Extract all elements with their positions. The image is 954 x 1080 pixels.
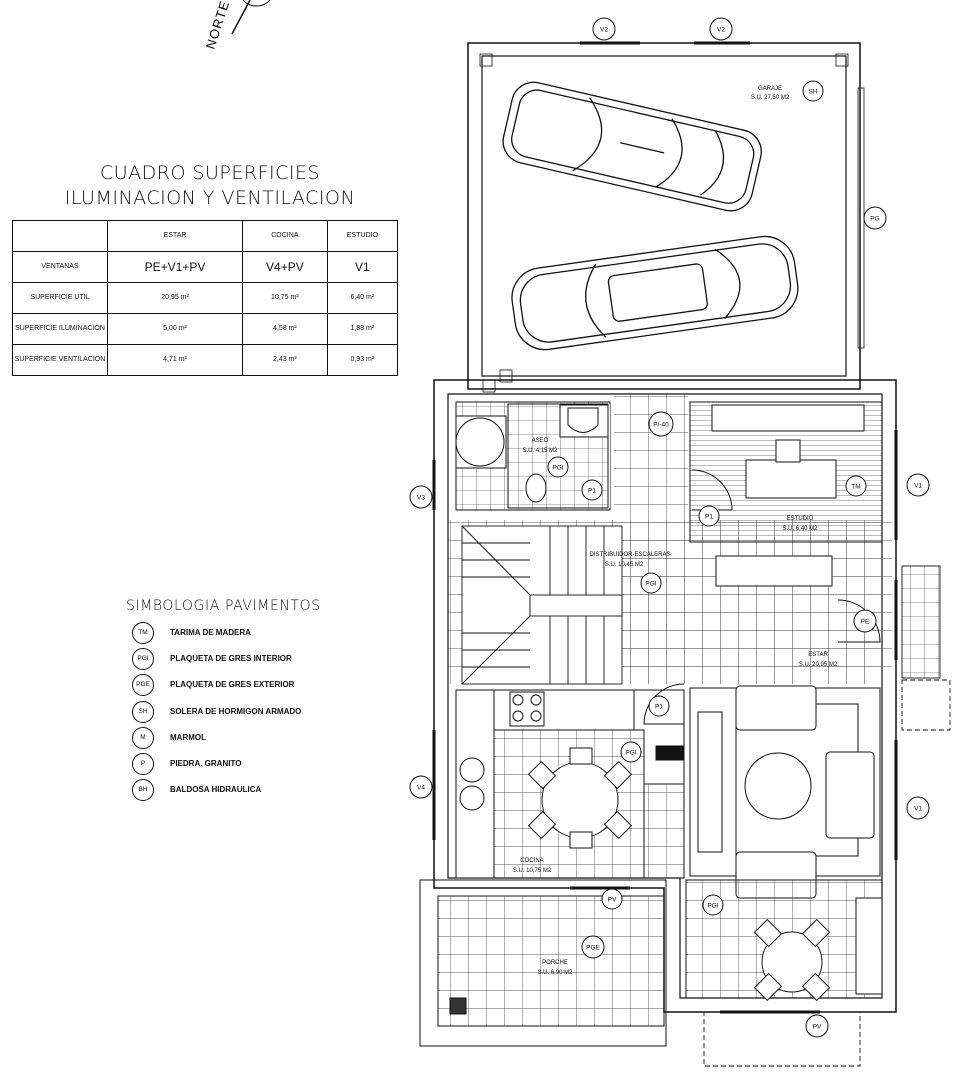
legend-label: PLAQUETA DE GRES INTERIOR [170, 654, 292, 664]
legend-code: P [132, 752, 154, 775]
room-name: COCINA [520, 858, 543, 864]
tag: P1 [588, 488, 596, 495]
room-name: PORCHE [542, 960, 568, 966]
cocina-room [455, 683, 685, 879]
tag: PGI [645, 581, 656, 588]
tag: TM [851, 484, 860, 491]
row-label: VENTANAS [12, 251, 108, 283]
legend-code: PGE [132, 674, 154, 697]
tag: V4 [417, 785, 425, 792]
tag: V1 [914, 806, 922, 813]
tag: P1 [655, 704, 663, 711]
north-label: NORTE [203, 0, 233, 51]
legend-code: TM [132, 622, 154, 644]
table-header-cell: ESTUDIO [326, 220, 399, 252]
room-name: ESTUDIO [787, 516, 814, 522]
cuadro-title-line1: CUADRO SUPERFICIES [99, 162, 321, 184]
room-area: S.U. 27,50 M2 [751, 95, 790, 101]
legend-label: MARMOL [170, 732, 206, 742]
simbologia-title: SIMBOLOGIA PAVIMENTOS [126, 598, 321, 614]
tag: SH [808, 89, 817, 96]
room-name: ASEO [532, 438, 549, 444]
room-area: S.U. 20,95 M2 [799, 662, 838, 668]
table-cell: 2,43 m² [242, 344, 328, 376]
table-cell: 5,00 m² [106, 313, 244, 345]
element-tags: V2 V2 SH PG P/-40 PGI P1 P1 TM V1 V3 PGI… [409, 17, 930, 1038]
stairs [461, 525, 623, 685]
tag: PV [813, 1024, 822, 1031]
room-labels: GARAJE S.U. 27,50 M2 ASEO S.U. 4,15 M2 E… [513, 86, 838, 976]
legend-label: PIEDRA. GRANITO [170, 758, 242, 768]
estar-room [689, 555, 881, 899]
tag: PG [870, 216, 879, 223]
table-row: SUPERFICIE ILUMINACION 5,00 m² 4,58 m² 1… [12, 313, 399, 345]
room-name: ESTAR [808, 652, 828, 658]
legend-code: SH [132, 700, 154, 723]
legend-code: PGI [132, 648, 154, 671]
table-cell: V4+PV [242, 251, 328, 283]
tag: V1 [914, 483, 922, 490]
estudio-room [689, 401, 883, 543]
table-row: VENTANAS PE+V1+PV V4+PV V1 [12, 251, 399, 283]
car-top [502, 81, 762, 212]
room-area: S.U. 10,45 M2 [605, 562, 644, 568]
cuadro-title-line2: ILUMINACION Y VENTILACION [64, 187, 356, 209]
car-bottom [511, 235, 799, 351]
superficies-table: ESTAR COCINA ESTUDIO VENTANAS PE+V1+PV V… [12, 220, 399, 376]
tag: PGI [625, 750, 636, 757]
table-cell: 20,95 m² [106, 282, 244, 314]
table-row: SUPERFICIE VENTILACION 4,71 m² 2,43 m² 0… [12, 344, 399, 376]
legend-code: M [132, 726, 154, 749]
tag: V3 [417, 495, 425, 502]
table-cell: 0,93 m² [326, 344, 399, 376]
legend-label: PLAQUETA DE GRES EXTERIOR [170, 680, 295, 690]
windows [432, 430, 898, 1014]
garage-walls [467, 41, 865, 390]
tag: P1 [705, 514, 713, 521]
tag: V2 [717, 27, 725, 34]
terraces [703, 565, 951, 1067]
tag: PGI [707, 903, 718, 910]
tag: PV [608, 897, 617, 904]
room-area: S.U. 4,15 M2 [522, 448, 558, 454]
legend-code: BH [132, 779, 154, 802]
table-row: SUPERFICIE UTIL 20,95 m² 10,75 m² 6,40 m… [12, 282, 399, 314]
row-label: SUPERFICIE VENTILACION [12, 344, 108, 376]
room-name: GARAJE [758, 86, 782, 92]
tag: P/-40 [653, 422, 669, 429]
room-area: S.U. 6,90 M2 [537, 970, 573, 976]
legend-label: TARIMA DE MADERA [170, 628, 251, 637]
room-area: S.U. 6,40 M2 [782, 526, 818, 532]
table-cell: 10,75 m² [242, 282, 328, 314]
north-arrow: NORTE [203, 0, 271, 51]
legend-label: SOLERA DE HORMIGON ARMADO [170, 706, 302, 716]
tag: PGI [552, 465, 563, 472]
legend-label: BALDOSA HIDRAULICA [170, 785, 262, 795]
tag: PGE [586, 945, 600, 952]
table-cell: 4,71 m² [106, 344, 244, 376]
porche-area [419, 879, 667, 1047]
room-area: S.U. 10,75 M2 [513, 868, 552, 874]
table-cell: PE+V1+PV [106, 251, 244, 283]
tag: PE [861, 619, 870, 626]
room-name: DISTRIBUIDOR-ESCALERAS [589, 552, 670, 558]
table-header-row: ESTAR COCINA ESTUDIO [12, 220, 399, 252]
tag: V2 [600, 27, 608, 34]
